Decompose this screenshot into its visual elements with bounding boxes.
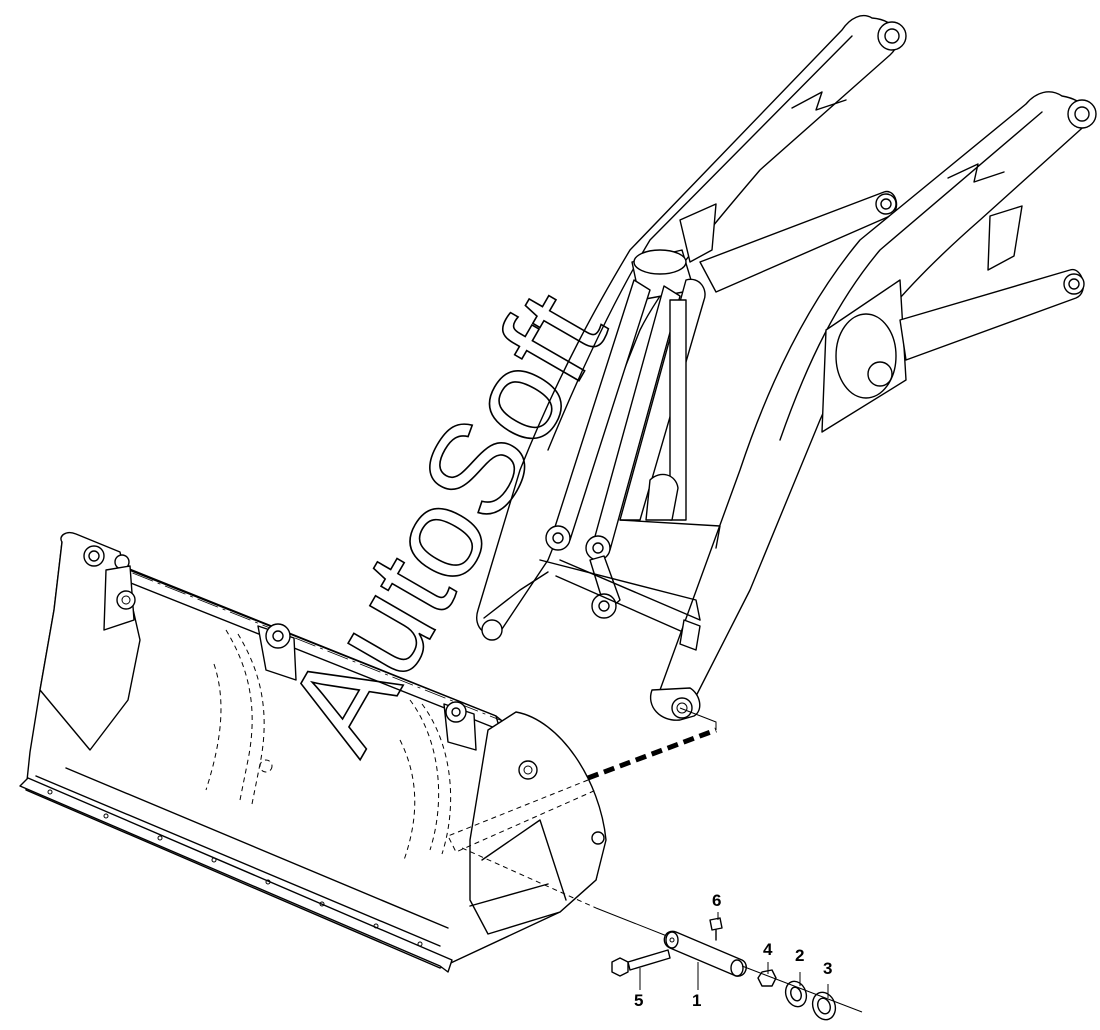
- callout-1: 1: [692, 991, 701, 1010]
- pivot-pin-1: [663, 930, 747, 977]
- grease-nipple-6: [709, 917, 723, 941]
- assembly-leader-lines: [447, 707, 717, 939]
- cross-tube: [555, 559, 701, 651]
- callout-leaders: [639, 912, 829, 998]
- right-boom-arm: [658, 91, 1097, 714]
- callout-4: 4: [763, 940, 773, 959]
- washer-2: [784, 980, 808, 1008]
- bolt-5: [611, 949, 671, 977]
- callout-5: 5: [634, 991, 643, 1010]
- left-lift-cylinder: [699, 190, 898, 293]
- callout-6: 6: [712, 891, 721, 910]
- boom-lower-pivot: [649, 687, 701, 721]
- tilt-linkage: [481, 249, 721, 641]
- hardware-axis-line: [741, 965, 863, 1013]
- bucket: [19, 532, 607, 973]
- washer-3: [811, 991, 837, 1021]
- callout-3: 3: [823, 959, 832, 978]
- right-lift-cylinder: [899, 269, 1085, 361]
- callout-2: 2: [795, 946, 804, 965]
